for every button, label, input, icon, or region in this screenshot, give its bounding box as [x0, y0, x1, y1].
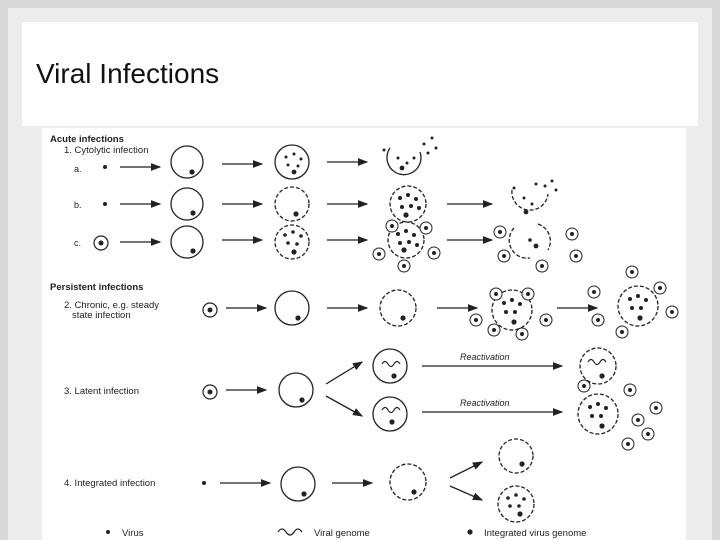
cell-with-virus	[170, 145, 204, 179]
row-label-b: b.	[74, 200, 82, 210]
cell-with-virus	[278, 372, 314, 408]
virus-particle	[202, 481, 206, 485]
lysing-cell	[382, 136, 438, 176]
infected-cell-small	[202, 384, 218, 400]
legend-genome-label: Viral genome	[314, 528, 370, 539]
cell-releasing-virus	[587, 265, 679, 339]
legend-integrated-label: Integrated virus genome	[484, 528, 586, 539]
cell-releasing-virus	[469, 287, 553, 341]
persistent-heading: Persistent infections	[50, 282, 143, 293]
infected-cell-small	[93, 235, 109, 251]
cell-with-virus	[280, 466, 316, 502]
acute-heading: Acute infections	[50, 134, 124, 145]
lysing-cell	[493, 223, 583, 273]
reactivation-label: Reactivation	[460, 352, 510, 362]
cell-with-progeny	[274, 144, 310, 180]
cell-with-progeny	[274, 224, 310, 260]
cell-with-latent-genome	[372, 348, 408, 384]
legend-virus-symbol	[106, 530, 110, 534]
daughter-cell-with-progeny	[497, 485, 535, 523]
lysing-cell	[511, 179, 558, 215]
cell-with-virus	[170, 187, 204, 221]
cell-with-budding-membrane	[274, 186, 310, 222]
cell-with-virus	[274, 290, 310, 326]
cell-with-virus	[170, 225, 204, 259]
cell-with-budding-membrane	[379, 289, 417, 327]
arrow	[325, 395, 364, 417]
reactivated-cell-releasing-virus	[577, 379, 663, 451]
cell-with-progeny	[389, 185, 427, 223]
virus-particle	[103, 165, 107, 169]
cell-releasing-virus	[372, 219, 441, 273]
daughter-cell	[498, 438, 534, 474]
chronic-heading-line1: 2. Chronic, e.g. steady	[64, 300, 159, 311]
arrow	[449, 461, 484, 479]
row-label-c: c.	[74, 238, 81, 248]
reactivation-label: Reactivation	[460, 398, 510, 408]
cell-with-integrated-genome	[389, 463, 427, 501]
latent-heading: 3. Latent infection	[64, 386, 139, 397]
title-box	[22, 22, 698, 126]
cytolytic-heading: 1. Cytolytic infection	[64, 145, 148, 156]
legend-genome-symbol	[277, 528, 303, 536]
virus-particle	[103, 202, 107, 206]
arrow	[325, 361, 364, 385]
chronic-heading-line2: state infection	[72, 310, 131, 321]
row-label-a: a.	[74, 164, 82, 174]
integrated-heading: 4. Integrated infection	[64, 478, 155, 489]
legend-virus-label: Virus	[122, 528, 144, 539]
arrow	[449, 485, 484, 501]
infected-cell-small	[202, 302, 218, 318]
legend-integrated-symbol	[467, 529, 473, 535]
slide-title: Viral Infections	[36, 58, 220, 89]
reactivated-cell	[579, 347, 617, 385]
viral-infection-diagram: Acute infections 1. Cytolytic infection …	[42, 128, 686, 540]
cell-with-latent-genome	[372, 396, 408, 432]
